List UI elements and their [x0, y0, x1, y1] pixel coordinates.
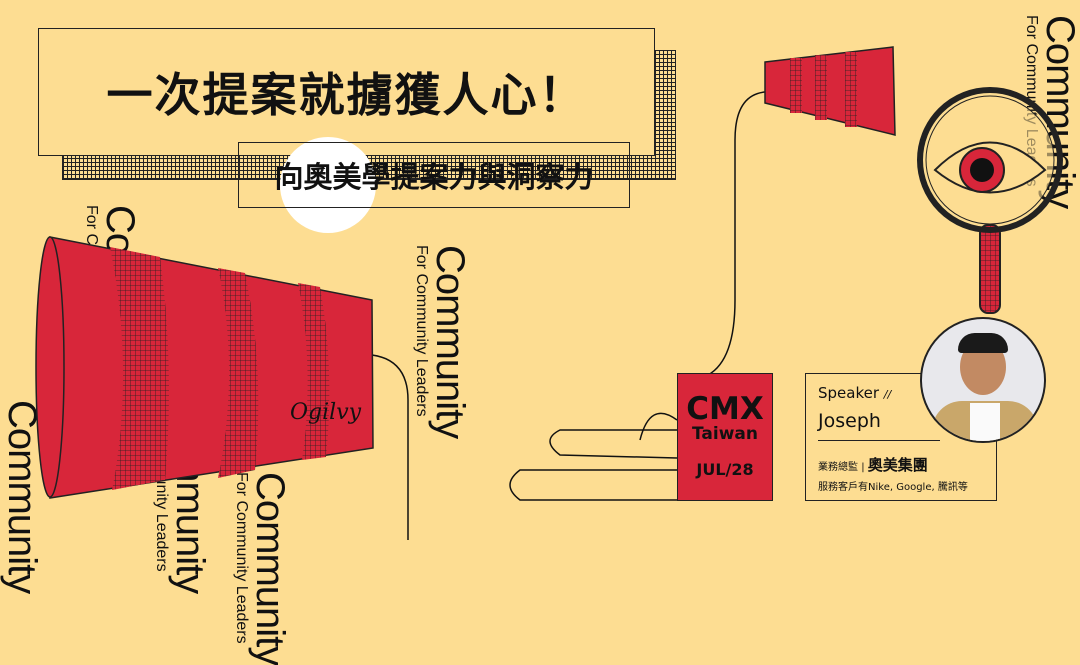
page-title: 一次提案就擄獲人心！	[106, 68, 587, 122]
event-name: CMX	[686, 391, 764, 427]
connector-lines	[371, 91, 766, 540]
paper-cup-illustration	[35, 46, 1063, 499]
white-circle	[280, 137, 376, 233]
title-box: 一次提案就擄獲人心！	[38, 28, 655, 156]
speaker-company: 奧美集團	[867, 456, 928, 474]
event-date: JUL/28	[696, 460, 754, 479]
speaker-role: 業務總監	[818, 462, 858, 473]
divider	[818, 440, 940, 441]
role-divider: |	[861, 462, 865, 473]
speaker-photo	[920, 317, 1046, 443]
speaker-name: Joseph	[818, 410, 881, 432]
speaker-label: Speaker	[818, 384, 880, 402]
separator: //	[883, 388, 892, 401]
event-badge: CMX Taiwan JUL/28	[677, 373, 773, 501]
signature-logo: Ogilvy	[290, 400, 362, 425]
event-region: Taiwan	[692, 424, 758, 444]
speaker-clients: 服務客戶有Nike, Google, 騰訊等	[818, 482, 968, 493]
subtitle-box: 向奧美學提案力與洞察力	[238, 142, 630, 208]
speaker-card: Speaker // Joseph 業務總監 | 奧美集團 服務客戶有Nike,…	[805, 373, 997, 501]
subtitle: 向奧美學提案力與洞察力	[274, 160, 594, 194]
